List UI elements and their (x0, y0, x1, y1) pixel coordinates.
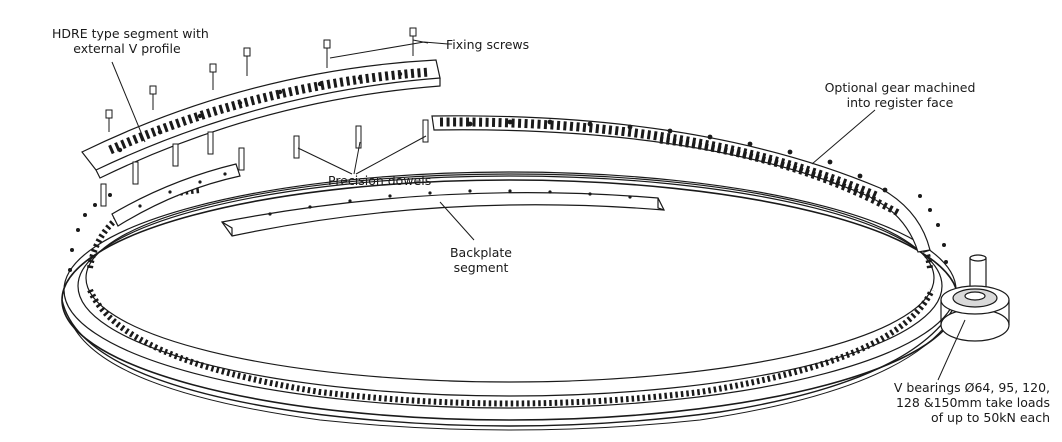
label-optional-gear: Optional gear machined into register fac… (820, 80, 980, 110)
v-bearing (940, 254, 1010, 342)
label-vb-line-3: of up to 50kN each (931, 410, 1050, 425)
backplate-segment (220, 189, 666, 237)
leader-lines (111, 39, 966, 381)
label-backplate-line-2: segment (453, 260, 509, 275)
fixing-screws (105, 27, 417, 132)
right-geared-segment (431, 115, 931, 253)
base-ring-holes (68, 193, 948, 272)
base-ring-teeth (87, 177, 935, 407)
label-fixing-screws: Fixing screws (446, 37, 530, 52)
hdre-segment (81, 59, 441, 179)
label-hdre-line-2: external V profile (73, 41, 181, 56)
label-precision-dowels: Precision dowels (328, 173, 432, 188)
label-gear-line-2: into register face (846, 95, 954, 110)
precision-dowels (100, 119, 429, 207)
label-hdre-line-1: HDRE type segment with (52, 26, 209, 41)
label-gear-line-1: Optional gear machined (824, 80, 976, 95)
label-backplate: Backplate segment (446, 245, 516, 275)
label-vb-line-2: 128 &150mm take loads (895, 395, 1050, 410)
base-ring (61, 171, 959, 431)
left-plate-segment (111, 163, 241, 227)
label-vb-line-1: V bearings Ø64, 95, 120, (893, 380, 1050, 395)
label-v-bearings: V bearings Ø64, 95, 120, 128 &150mm take… (842, 380, 1050, 425)
label-backplate-line-1: Backplate (449, 245, 512, 260)
label-hdre-segment: HDRE type segment with external V profil… (52, 26, 209, 56)
